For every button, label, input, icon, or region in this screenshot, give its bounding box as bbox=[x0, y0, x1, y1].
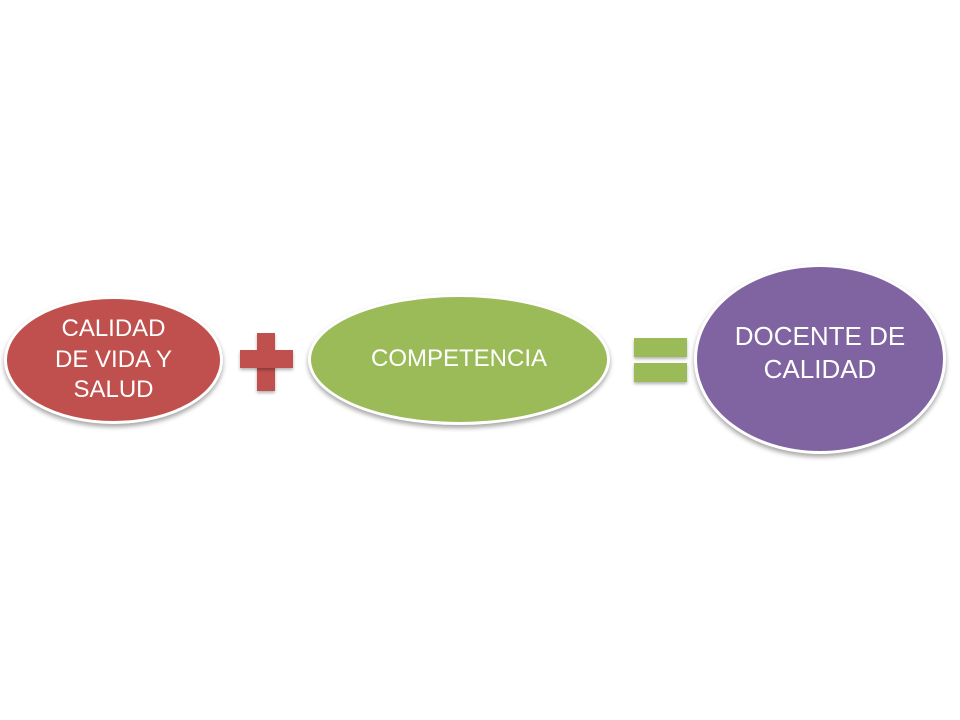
equals-icon-bar bbox=[634, 363, 687, 382]
competence-label: COMPETENCIA bbox=[370, 345, 547, 373]
quality-of-life-ellipse: CALIDAD DE VIDA Y SALUD bbox=[4, 296, 223, 424]
equals-icon bbox=[634, 338, 687, 357]
quality-of-life-label: CALIDAD DE VIDA Y SALUD bbox=[55, 314, 172, 404]
quality-teacher-label: DOCENTE DE CALIDAD bbox=[734, 320, 906, 384]
competence-ellipse: COMPETENCIA bbox=[308, 294, 610, 425]
plus-icon-bar bbox=[240, 350, 293, 368]
quality-teacher-ellipse: DOCENTE DE CALIDAD bbox=[694, 264, 946, 454]
